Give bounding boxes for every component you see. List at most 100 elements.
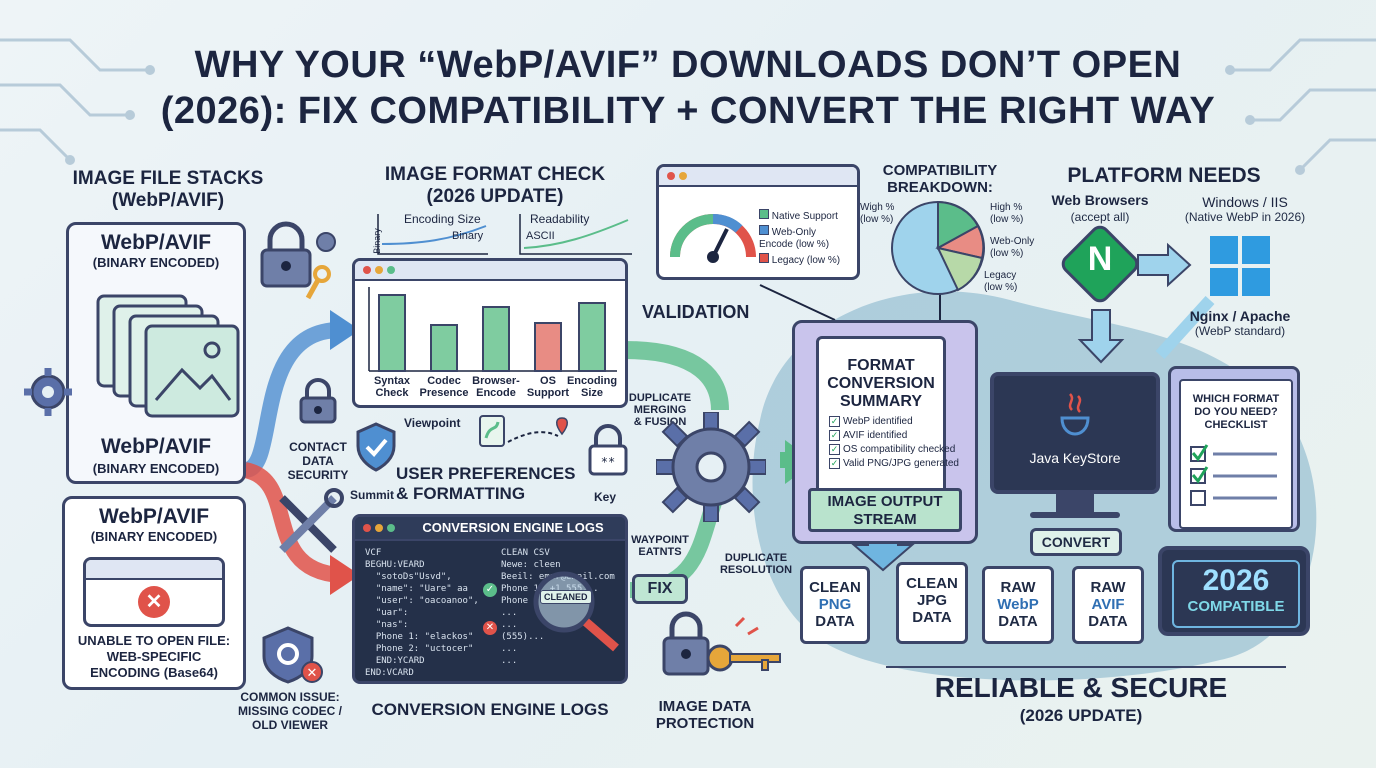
fix-button[interactable]: FIX	[632, 574, 688, 604]
checklist-panel: WHICH FORMAT DO YOU NEED? CHECKLIST	[1168, 366, 1300, 532]
mini-trend-charts	[377, 214, 632, 255]
pie-label-webonly: Web-Only (low %)	[990, 236, 1035, 259]
mini1-title: Encoding Size	[404, 212, 481, 226]
mini1-y-label: Binary	[371, 228, 382, 254]
processing-gear-icon	[656, 412, 766, 522]
window-dot-red	[363, 266, 371, 274]
mini2-axis: ASCII	[526, 230, 555, 242]
error-card: WebP/AVIF (BINARY ENCODED) ✕ UNABLE TO O…	[62, 496, 246, 690]
key-label: Key	[594, 490, 617, 504]
mini1-axis: Binary	[452, 230, 484, 242]
webp-mid: WebP	[997, 596, 1039, 613]
logs-window-bar: CONVERSION ENGINE LOGS	[355, 517, 625, 541]
jpg-mid: JPG	[916, 592, 947, 609]
compatible-year: 2026	[1202, 564, 1270, 597]
output-card-png: CLEAN PNG DATA	[800, 566, 870, 644]
common-issue-label: COMMON ISSUE: MISSING CODEC / OLD VIEWER	[237, 690, 342, 732]
webp-top: RAW	[1000, 579, 1036, 596]
image-data-protection-label: IMAGE DATA PROTECTION	[655, 698, 755, 732]
format-bar-chart	[368, 287, 617, 372]
bar-label: OS Support	[526, 375, 570, 399]
legend-swatch-native	[759, 209, 769, 219]
gear-icon	[24, 368, 72, 416]
summary-item-label: AVIF identified	[843, 430, 908, 441]
avif-top: RAW	[1090, 579, 1126, 596]
checkbox-checked-icon: ✓	[829, 430, 840, 441]
route-icon	[479, 415, 568, 447]
reliable-secure-label: RELIABLE & SECURE	[934, 672, 1228, 703]
compatible-badge: 2026 COMPATIBLE	[1158, 546, 1310, 636]
validation-label: VALIDATION	[642, 302, 750, 322]
output-card-webp: RAW WebP DATA	[982, 566, 1054, 644]
cleaned-badge: CLEANED	[540, 590, 592, 604]
jpg-bot: DATA	[912, 609, 952, 626]
check-circle-icon: ✓	[483, 583, 497, 597]
summary-item: ✓AVIF identified	[829, 429, 943, 443]
checkbox-checked-icon: ✓	[829, 458, 840, 469]
logs-dot-green	[387, 524, 395, 532]
web-browsers-label: Web Browsers	[1051, 192, 1149, 208]
gauge-window: Native Support Web-Only Encode (low %) L…	[656, 164, 860, 280]
x-circle-icon: ✕	[483, 621, 497, 635]
page-title: WHY YOUR “WebP/AVIF” DOWNLOADS DON’T OPE…	[0, 42, 1376, 134]
summit-label: Summit	[350, 488, 395, 502]
contact-data-security-label: CONTACT DATA SECURITY	[287, 440, 349, 482]
logs-dot-red	[363, 524, 371, 532]
window-dot-green	[387, 266, 395, 274]
webp-bot: DATA	[998, 613, 1038, 630]
java-keystore-monitor: Java KeyStore	[990, 372, 1160, 494]
shield-check-icon	[356, 422, 396, 472]
web-browsers-sub: (accept all)	[1070, 210, 1130, 224]
logs-left-pane: VCF BEGHU:VEARD "sotoDs"Usvd", "name": "…	[365, 548, 479, 678]
png-bot: DATA	[815, 613, 855, 630]
logs-caption: CONVERSION ENGINE LOGS	[371, 700, 609, 719]
summary-title: FORMAT CONVERSION SUMMARY	[827, 357, 935, 410]
summary-item: ✓WebP identified	[829, 415, 943, 429]
summary-item: ✓Valid PNG/JPG generated	[829, 457, 959, 471]
logs-dot-yellow	[375, 524, 383, 532]
gauge-window-bar	[659, 167, 857, 187]
compatible-screen: 2026 COMPATIBLE	[1172, 560, 1300, 628]
summary-checklist: ✓WebP identified✓AVIF identified✓OS comp…	[829, 415, 959, 471]
image-stack-icon	[96, 294, 240, 418]
legend-native: Native Support	[771, 211, 838, 222]
bar-label: Codec Presence	[419, 375, 469, 399]
magnifier-icon	[533, 571, 619, 652]
title-line-1: WHY YOUR “WebP/AVIF” DOWNLOADS DON’T OPE…	[194, 44, 1182, 86]
logs-window-title: CONVERSION ENGINE LOGS	[422, 520, 604, 535]
card1-subtitle: (BINARY ENCODED)	[92, 255, 220, 270]
pie-label-legacy: Legacy (low %)	[984, 270, 1018, 293]
summary-item: ✓OS compatibility checked	[829, 443, 955, 457]
svg-text:**: **	[601, 455, 615, 469]
image-file-stacks-heading: IMAGE FILE STACKS (WebP/AVIF)	[72, 168, 264, 211]
lock-icon	[299, 378, 337, 424]
viewpoint-label: Viewpoint	[404, 416, 461, 430]
duplicate-merging-label: DUPLICATE MERGING & FUSION	[628, 392, 692, 428]
footer-divider	[886, 666, 1286, 668]
waypoint-label: WAYPOINT EATNTS	[631, 534, 689, 558]
error-message: UNABLE TO OPEN FILE: WEB-SPECIFIC ENCODI…	[77, 633, 231, 680]
checklist-title: WHICH FORMAT DO YOU NEED? CHECKLIST	[1192, 393, 1280, 431]
pie-label-high: High % (low %)	[990, 202, 1024, 225]
duplicate-resolution-label: DUPLICATE RESOLUTION	[719, 552, 793, 576]
png-top: CLEAN	[809, 579, 861, 596]
error-window: ✕	[83, 557, 225, 627]
tools-icon	[279, 488, 344, 553]
gauge-dot-red	[667, 172, 675, 180]
monitor-base	[1030, 512, 1120, 518]
checkbox-checked-icon: ✓	[829, 416, 840, 427]
format-check-window-bar	[355, 261, 625, 281]
pie-label-left: Wigh % (low %)	[860, 202, 895, 225]
summary-item-label: WebP identified	[843, 416, 913, 427]
error-icon: ✕	[138, 586, 170, 618]
windows-label: Windows / IIS	[1202, 194, 1288, 210]
convert-button[interactable]: CONVERT	[1030, 528, 1122, 556]
card2-title: WebP/AVIF	[100, 435, 212, 458]
card3-subtitle: (BINARY ENCODED)	[90, 529, 218, 544]
lock-key-icon	[260, 221, 336, 300]
png-mid: PNG	[818, 596, 852, 613]
title-line-2: (2026): FIX COMPATIBILITY + CONVERT THE …	[160, 90, 1216, 132]
windows-logo	[1210, 236, 1270, 296]
